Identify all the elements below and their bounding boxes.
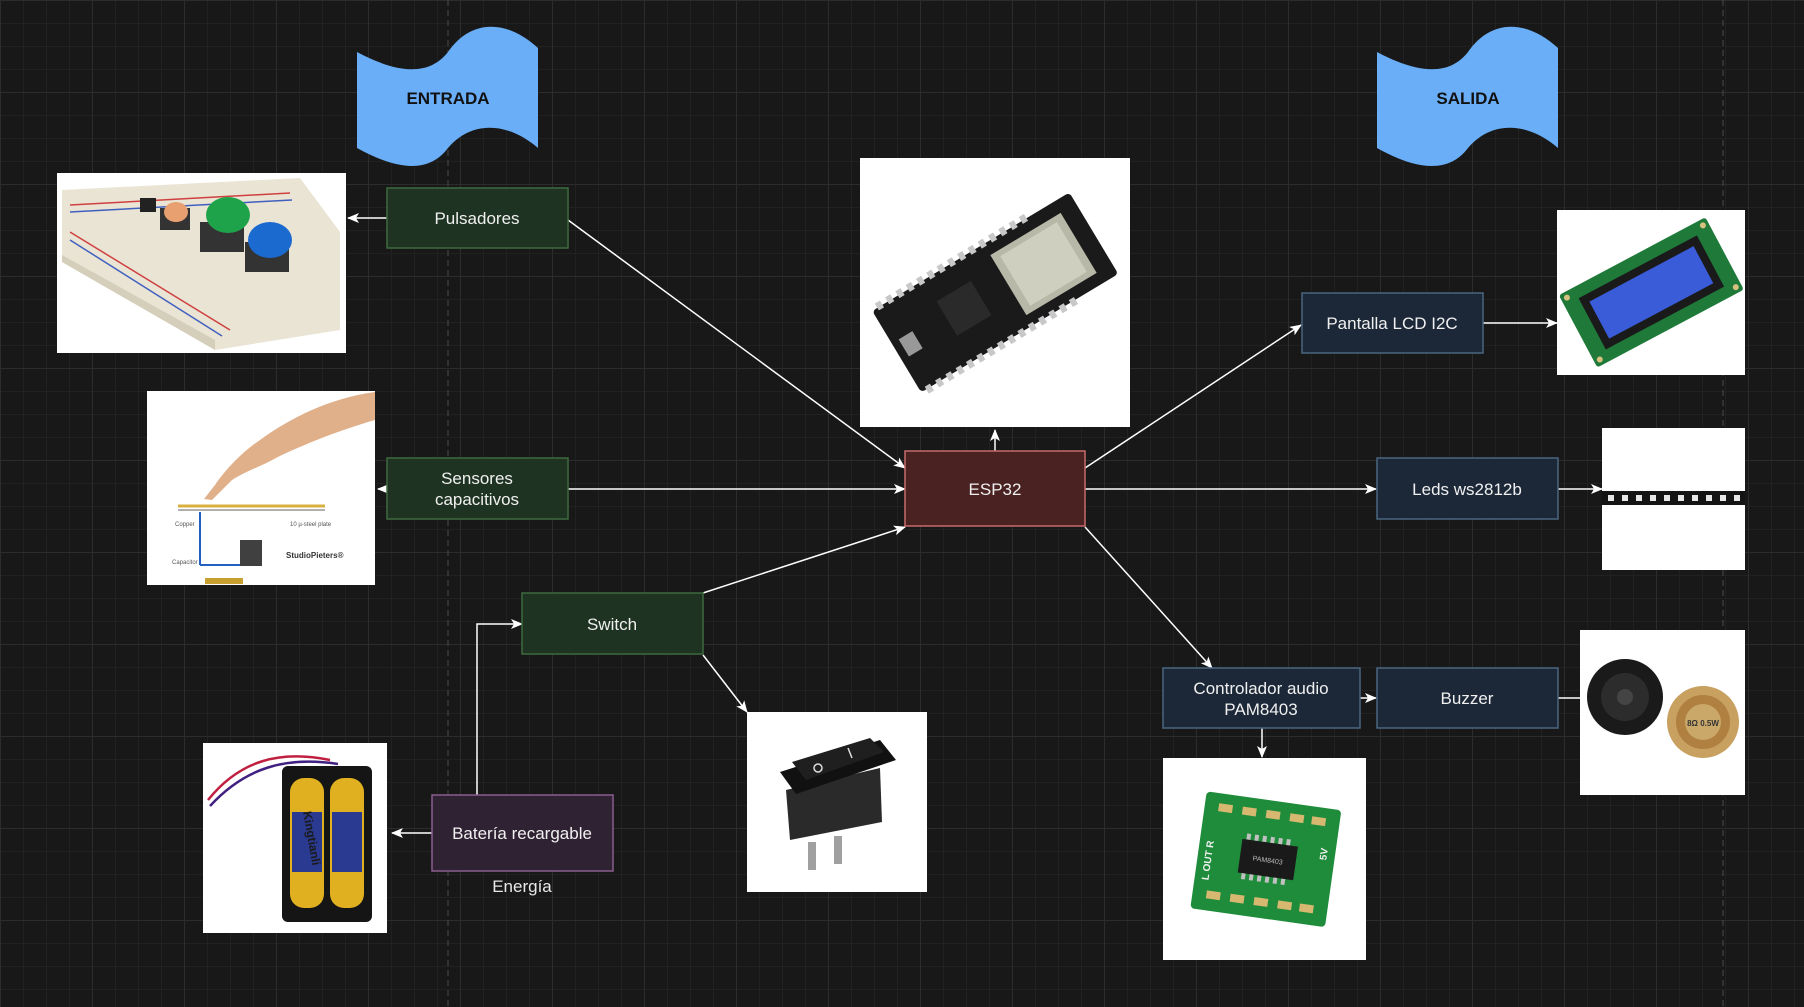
node-pulsadores-label: Pulsadores: [434, 209, 519, 228]
node-esp32-label: ESP32: [969, 480, 1022, 499]
entrada-label: ENTRADA: [406, 89, 489, 108]
node-buzzer-label: Buzzer: [1441, 689, 1494, 708]
node-sensores-capacitivos[interactable]: Sensores capacitivos: [386, 457, 569, 520]
capacitive-plate-text: 10 µ-steel plate: [290, 522, 332, 528]
led-strip-image[interactable]: [1602, 428, 1745, 570]
salida-label: SALIDA: [1436, 89, 1499, 108]
node-sensores-label-line1: Sensores: [441, 469, 513, 488]
battery-holder-image[interactable]: Kingtianli: [203, 743, 387, 933]
connector-switch-image: [702, 654, 748, 713]
pushbutton-breadboard-image[interactable]: [57, 173, 346, 353]
node-switch-label: Switch: [587, 615, 637, 634]
connector-switch-esp32: [702, 525, 906, 594]
node-leds[interactable]: Leds ws2812b: [1376, 457, 1559, 520]
node-leds-label: Leds ws2812b: [1412, 480, 1522, 499]
node-controlador-audio[interactable]: Controlador audio PAM8403: [1162, 667, 1361, 729]
node-lcd[interactable]: Pantalla LCD I2C: [1301, 292, 1484, 354]
capacitive-sensor-image[interactable]: Copper 10 µ-steel plate Capacitor Studio…: [147, 391, 375, 585]
speaker-spec-text: 8Ω 0.5W: [1687, 719, 1719, 728]
capacitive-capacitor-text: Capacitor: [172, 560, 198, 566]
rocker-switch-image[interactable]: [747, 712, 927, 892]
speaker-image[interactable]: 8Ω 0.5W: [1580, 630, 1745, 795]
connector-bateria-switch: [476, 619, 523, 795]
node-bateria-label: Batería recargable: [452, 824, 592, 843]
node-esp32[interactable]: ESP32: [904, 450, 1086, 527]
pam8403-module-image[interactable]: PAM8403 L OUT R 5V: [1163, 758, 1366, 960]
connector-esp32-audio: [1084, 526, 1213, 669]
module-5v-text: 5V: [1318, 847, 1331, 861]
connector-pulsadores-esp32: [567, 219, 906, 469]
node-pulsadores[interactable]: Pulsadores: [386, 187, 569, 249]
module-chip-text: PAM8403: [1252, 855, 1283, 866]
capacitive-brand-text: StudioPieters®: [286, 551, 344, 560]
node-audio-label-line1: Controlador audio: [1193, 679, 1328, 698]
node-sensores-label-line2: capacitivos: [435, 490, 519, 509]
entrada-header[interactable]: ENTRADA: [357, 26, 538, 167]
node-buzzer[interactable]: Buzzer: [1376, 667, 1559, 729]
connectors: [347, 213, 1603, 838]
connector-esp32-lcd: [1084, 324, 1302, 469]
node-bateria[interactable]: Batería recargable: [431, 794, 614, 872]
energia-caption: Energía: [492, 877, 552, 896]
lcd-display-image[interactable]: [1557, 210, 1745, 375]
capacitive-copper-text: Copper: [175, 522, 195, 528]
node-switch[interactable]: Switch: [521, 592, 704, 655]
node-audio-label-line2: PAM8403: [1224, 700, 1297, 719]
esp32-board-image[interactable]: [860, 158, 1130, 427]
salida-header[interactable]: SALIDA: [1377, 26, 1558, 167]
node-lcd-label: Pantalla LCD I2C: [1326, 314, 1457, 333]
